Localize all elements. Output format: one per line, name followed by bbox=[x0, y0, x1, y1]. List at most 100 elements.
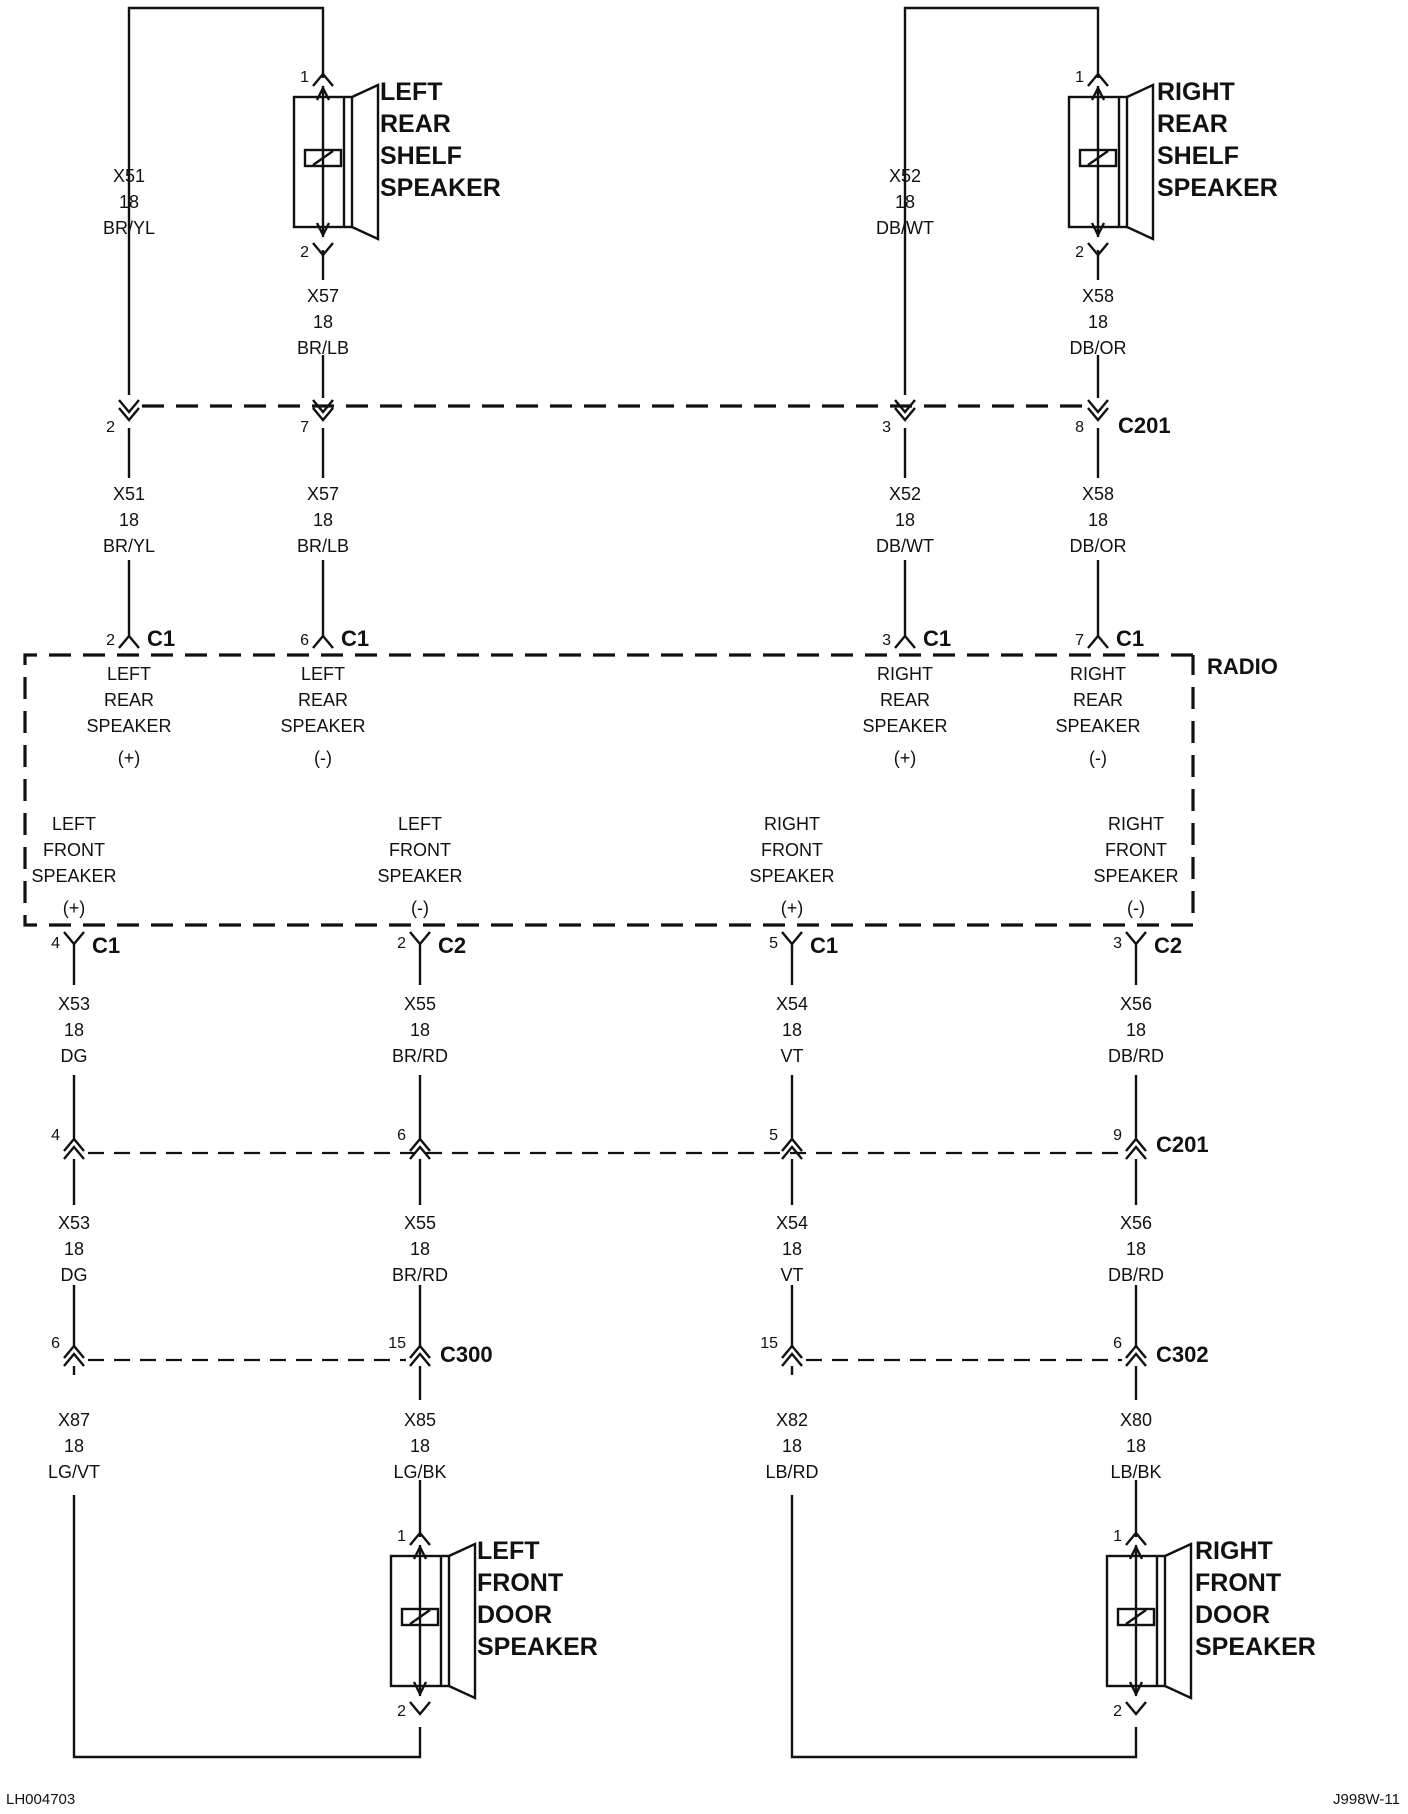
radio-rear-func-2-1: REAR bbox=[880, 690, 930, 710]
wire-label-x54-b-0: X54 bbox=[776, 1213, 808, 1233]
radio-rear-terminal-0 bbox=[118, 634, 140, 649]
radio-front-conn-1: C2 bbox=[438, 933, 466, 958]
speaker-right-rear-shelf-label-2: SHELF bbox=[1157, 142, 1239, 170]
radio-rear-func-0-3: (+) bbox=[118, 748, 141, 768]
c201-top-terminal-3 bbox=[1087, 399, 1109, 422]
wire-label-x54-a-0: X54 bbox=[776, 994, 808, 1014]
radio-rear-func-2-2: SPEAKER bbox=[862, 716, 947, 736]
wire-label-x58-top-2: DB/OR bbox=[1069, 338, 1126, 358]
speaker-right-rear-shelf-label-3: SPEAKER bbox=[1157, 174, 1278, 202]
wire-x51-loop bbox=[127, 6, 325, 395]
wire-label-x57-mid-1: 18 bbox=[313, 510, 333, 530]
speaker-right-front-door-pin2-terminal bbox=[1125, 1701, 1147, 1716]
speaker-left-rear-shelf-arrow-down bbox=[315, 222, 331, 238]
wire-label-x52-mid-0: X52 bbox=[889, 484, 921, 504]
wire-label-x80-0: X80 bbox=[1120, 1410, 1152, 1430]
wire-label-x55-a-0: X55 bbox=[404, 994, 436, 1014]
radio-front-func-2-0: RIGHT bbox=[764, 814, 820, 834]
speaker-right-rear-shelf-pin2-terminal bbox=[1087, 242, 1109, 257]
c302-pin-0: 15 bbox=[760, 1335, 778, 1352]
wire-label-x53-b-0: X53 bbox=[58, 1213, 90, 1233]
speaker-right-front-door-coil bbox=[1116, 1607, 1156, 1627]
speaker-left-rear-shelf-label-3: SPEAKER bbox=[380, 174, 501, 202]
speaker-left-rear-shelf-label-1: REAR bbox=[380, 110, 451, 138]
c201-top-terminal-1 bbox=[312, 399, 334, 422]
speaker-left-front-door-pin1: 1 bbox=[397, 1528, 406, 1545]
speaker-right-rear-shelf-label-1: REAR bbox=[1157, 110, 1228, 138]
radio-front-func-0-2: SPEAKER bbox=[31, 866, 116, 886]
radio-rear-func-3-2: SPEAKER bbox=[1055, 716, 1140, 736]
speaker-right-rear-shelf-coil-slash bbox=[1087, 150, 1109, 166]
speaker-right-rear-shelf-pin1: 1 bbox=[1075, 69, 1084, 86]
wire-label-x82-2: LB/RD bbox=[765, 1462, 818, 1482]
radio-front-conn-2: C1 bbox=[810, 933, 838, 958]
diagram-content: X5118BR/YLX5718BR/LBX5218DB/WTX5818DB/OR… bbox=[6, 69, 1400, 1808]
radio-front-terminal-0 bbox=[63, 931, 85, 946]
c300-pin-0: 6 bbox=[51, 1335, 60, 1352]
speaker-left-rear-shelf-coil bbox=[303, 148, 343, 168]
radio-rear-terminal-1 bbox=[312, 634, 334, 649]
speaker-left-front-door-label-0: LEFT bbox=[477, 1537, 540, 1565]
radio-front-pin-0: 4 bbox=[51, 935, 60, 952]
speaker-left-front-door-pin1-terminal bbox=[409, 1531, 431, 1546]
wire-label-x53-a-1: 18 bbox=[64, 1020, 84, 1040]
c201-bottom-terminal-2 bbox=[781, 1137, 803, 1160]
speaker-right-rear-shelf-coil bbox=[1078, 148, 1118, 168]
radio-front-func-3-1: FRONT bbox=[1105, 840, 1167, 860]
wire-label-x53-a-2: DG bbox=[61, 1046, 88, 1066]
wire-x82-loop bbox=[790, 1495, 1138, 1759]
wire-label-x54-a-1: 18 bbox=[782, 1020, 802, 1040]
wire-label-x51-mid-1: 18 bbox=[119, 510, 139, 530]
radio-rear-conn-2: C1 bbox=[923, 626, 951, 651]
c201-bottom-pin-1: 6 bbox=[397, 1127, 406, 1144]
radio-rear-terminal-3 bbox=[1087, 634, 1109, 649]
speaker-left-rear-shelf-coil-slash bbox=[312, 150, 334, 166]
speaker-left-front-door-pin2-terminal bbox=[409, 1701, 431, 1716]
radio-front-terminal-1 bbox=[409, 931, 431, 946]
speaker-right-front-door-pin1-terminal bbox=[1125, 1531, 1147, 1546]
c302-terminal-0 bbox=[781, 1344, 803, 1367]
speaker-left-rear-shelf-arrow-up bbox=[315, 85, 331, 101]
wire-label-x58-mid-0: X58 bbox=[1082, 484, 1114, 504]
wire-label-x87-1: 18 bbox=[64, 1436, 84, 1456]
wire-label-x80-2: LB/BK bbox=[1110, 1462, 1161, 1482]
radio-front-terminal-2 bbox=[781, 931, 803, 946]
wire-label-x58-mid-2: DB/OR bbox=[1069, 536, 1126, 556]
speaker-left-rear-shelf-pin1: 1 bbox=[300, 69, 309, 86]
wire-label-x55-b-1: 18 bbox=[410, 1239, 430, 1259]
radio-front-func-3-2: SPEAKER bbox=[1093, 866, 1178, 886]
c201-top-terminal-2 bbox=[894, 399, 916, 422]
wire-label-x53-b-2: DG bbox=[61, 1265, 88, 1285]
wire-label-x56-b-2: DB/RD bbox=[1108, 1265, 1164, 1285]
wire-label-x85-1: 18 bbox=[410, 1436, 430, 1456]
c302-terminal-1 bbox=[1125, 1344, 1147, 1367]
wire-label-x51-mid-2: BR/YL bbox=[103, 536, 155, 556]
speaker-right-front-door-label-0: RIGHT bbox=[1195, 1537, 1273, 1565]
c302-pin-1: 6 bbox=[1113, 1335, 1122, 1352]
wire-label-x80-1: 18 bbox=[1126, 1436, 1146, 1456]
wire-label-x52-mid-1: 18 bbox=[895, 510, 915, 530]
speaker-right-front-door-label-1: FRONT bbox=[1195, 1569, 1281, 1597]
c201-top-pin-3: 8 bbox=[1075, 419, 1084, 436]
radio-front-func-1-0: LEFT bbox=[398, 814, 442, 834]
radio-rear-pin-1: 6 bbox=[300, 632, 309, 649]
wire-label-x57-mid-2: BR/LB bbox=[297, 536, 349, 556]
radio-rear-pin-3: 7 bbox=[1075, 632, 1084, 649]
speaker-right-front-door-pin1: 1 bbox=[1113, 1528, 1122, 1545]
wire-label-x85-0: X85 bbox=[404, 1410, 436, 1430]
speaker-right-rear-shelf-arrow-down bbox=[1090, 222, 1106, 238]
speaker-left-front-door-arrow-up bbox=[412, 1544, 428, 1560]
speaker-left-rear-shelf-label-2: SHELF bbox=[380, 142, 462, 170]
radio-front-func-2-3: (+) bbox=[781, 898, 804, 918]
speaker-right-front-door-label-3: SPEAKER bbox=[1195, 1633, 1316, 1661]
speaker-left-front-door-pin2: 2 bbox=[397, 1703, 406, 1720]
radio-front-func-3-0: RIGHT bbox=[1108, 814, 1164, 834]
wire-label-x55-a-2: BR/RD bbox=[392, 1046, 448, 1066]
wire-label-x51-mid-0: X51 bbox=[113, 484, 145, 504]
c300-terminal-0 bbox=[63, 1344, 85, 1367]
wire-label-x52-mid-2: DB/WT bbox=[876, 536, 934, 556]
speaker-left-front-door-coil bbox=[400, 1607, 440, 1627]
wire-label-x56-b-0: X56 bbox=[1120, 1213, 1152, 1233]
speaker-right-front-door-pin2: 2 bbox=[1113, 1703, 1122, 1720]
